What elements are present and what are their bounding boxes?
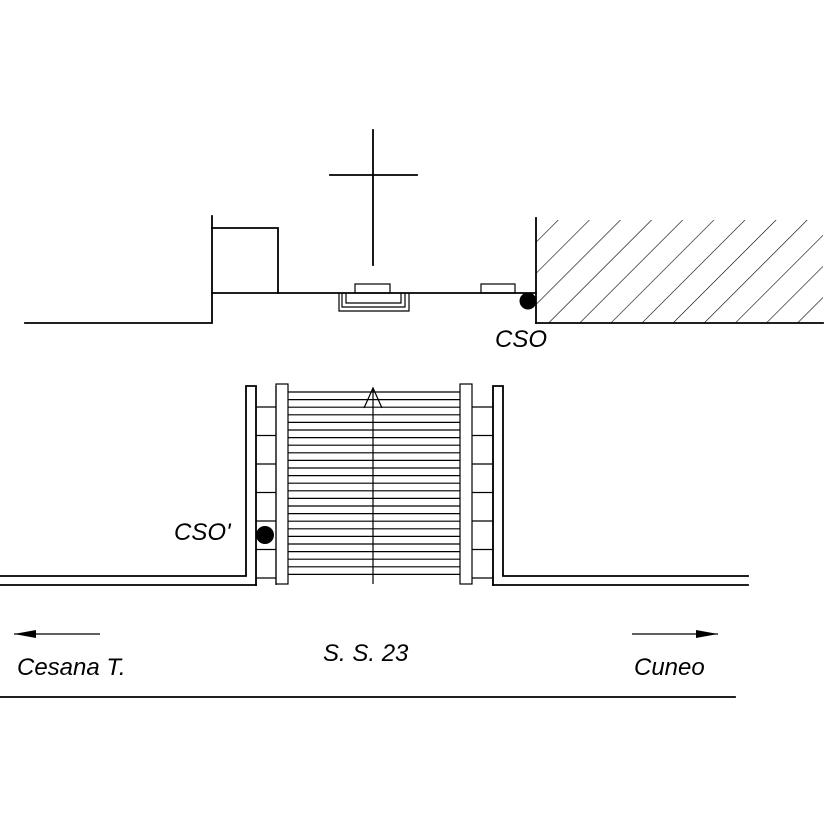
left-direction-label: Cesana T. bbox=[17, 654, 126, 681]
cso-marker bbox=[519, 292, 537, 310]
left-direction-arrow-head bbox=[14, 630, 36, 638]
road-edge-right-outer bbox=[492, 385, 749, 586]
ground-profile-left bbox=[24, 215, 213, 324]
small-slab bbox=[480, 283, 516, 294]
post-right bbox=[459, 383, 473, 585]
right-strip bbox=[472, 386, 494, 585]
pole-base bbox=[338, 283, 410, 312]
left-strip bbox=[256, 386, 277, 585]
road-annotations: Cesana T. S. S. 23 Cuneo bbox=[0, 630, 736, 698]
grate-slats bbox=[288, 391, 460, 576]
road-edge-left-outer bbox=[0, 385, 257, 586]
cso-prime-marker bbox=[256, 526, 274, 544]
building-block bbox=[211, 227, 279, 294]
flow-arrow-head bbox=[363, 386, 383, 409]
plan-view: CSO' bbox=[0, 383, 749, 586]
right-direction-label: Cuneo bbox=[634, 654, 705, 681]
right-direction-arrow-head bbox=[696, 630, 718, 638]
road-name-label: S. S. 23 bbox=[323, 640, 409, 667]
section-view: CSO bbox=[24, 129, 824, 353]
cso-label: CSO bbox=[495, 326, 547, 353]
hatched-embankment bbox=[536, 220, 823, 323]
cso-prime-label: CSO' bbox=[174, 519, 232, 546]
post-left bbox=[275, 383, 289, 585]
